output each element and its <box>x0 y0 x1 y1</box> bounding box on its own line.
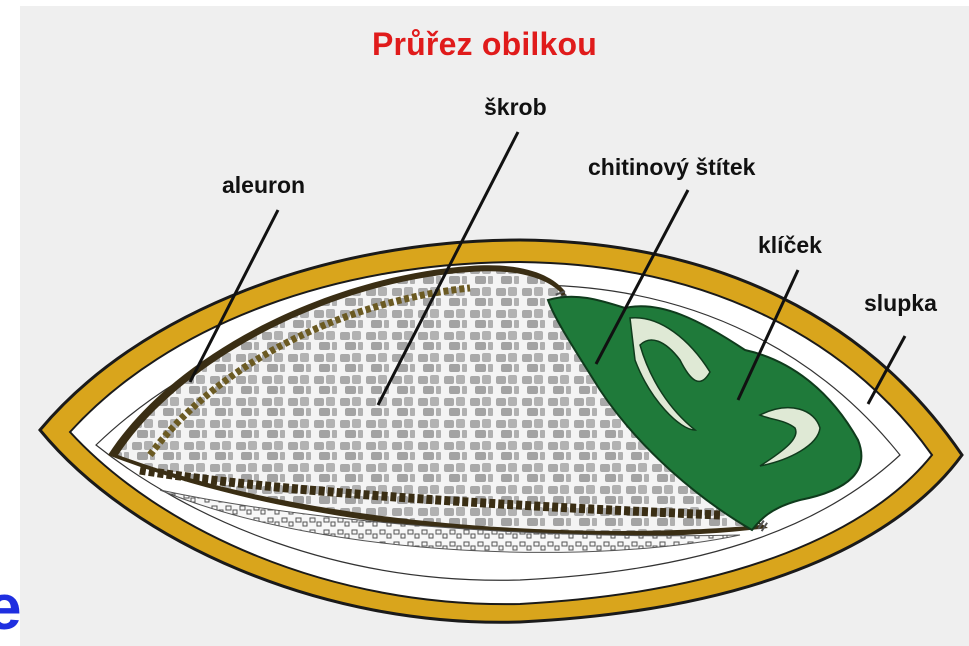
label-klicek: klíček <box>758 232 822 259</box>
cropped-text-fragment: e <box>0 575 22 639</box>
label-chitinovy-stitek: chitinový štítek <box>588 154 755 181</box>
diagram-title: Průřez obilkou <box>0 26 969 63</box>
label-slupka: slupka <box>864 290 937 317</box>
label-aleuron: aleuron <box>222 172 305 199</box>
label-skrob: škrob <box>484 94 547 121</box>
